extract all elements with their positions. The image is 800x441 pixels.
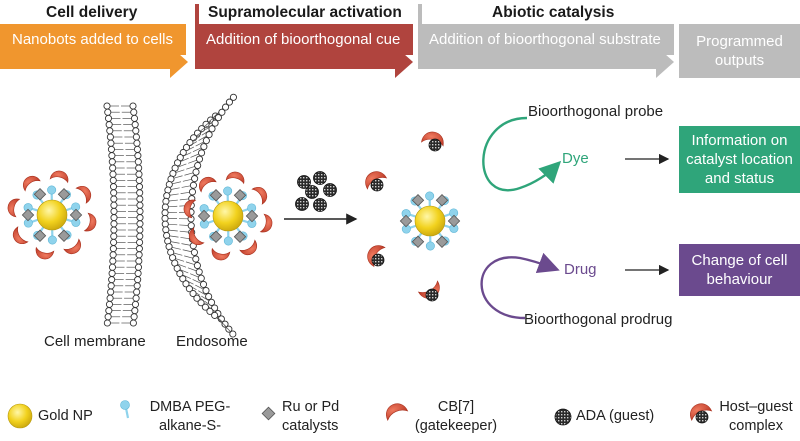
stage-subtitle-cell-delivery: Nanobots added to cells [12, 31, 173, 48]
stage-subtitle-abiotic: Addition of bioorthogonal substrate [429, 31, 661, 48]
behaviour-output-label: Change of cell behaviour [691, 252, 788, 288]
prodrug-curve-arrow [480, 252, 560, 320]
probe-curve-arrow [482, 116, 562, 192]
legend-ada-label: ADA (guest) [576, 408, 655, 424]
stage-arrow-abiotic [418, 4, 674, 78]
stage-title-supramolecular: Supramolecular activation [208, 4, 402, 21]
dye-label: Dye [562, 150, 589, 167]
released-host-guest-complexes [365, 131, 444, 302]
behaviour-output-box [679, 244, 800, 296]
programmed-outputs-label: Programmed outputs [696, 33, 783, 69]
endosome-label: Endosome [176, 333, 248, 350]
information-output-label: Information on catalyst location and sta… [686, 132, 793, 187]
nanobot-activated [399, 191, 461, 251]
bioorthogonal-prodrug-label: Bioorthogonal prodrug [524, 311, 673, 328]
nanobot-capped-endosome [183, 171, 273, 261]
stage-arrow-cell-delivery [0, 24, 188, 78]
stage-subtitle-supramolecular: Addition of bioorthogonal cue [206, 31, 401, 48]
legend-cb7-icon [386, 403, 409, 422]
ada-guest-cluster [295, 171, 337, 212]
programmed-outputs-box [679, 24, 800, 78]
legend-gold-np-label: Gold NP [38, 408, 93, 424]
legend-ada-icon [554, 408, 572, 426]
legend-catalyst-label: Ru or Pd catalysts [282, 399, 340, 434]
cell-membrane-label: Cell membrane [44, 333, 146, 350]
drug-label: Drug [564, 261, 597, 278]
legend-host-guest-complex-icon [690, 403, 713, 424]
bioorthogonal-probe-label: Bioorthogonal probe [528, 103, 664, 120]
legend-cb7-label: CB[7] (gatekeeper) [414, 399, 498, 434]
legend-dmba-label: DMBA PEG-alkane-S- [149, 399, 231, 434]
stage-title-abiotic: Abiotic catalysis [492, 4, 615, 21]
legend-catalyst-icon [261, 406, 276, 421]
legend-gold-np-icon [7, 403, 33, 429]
stage-title-cell-delivery: Cell delivery [46, 4, 138, 21]
stage-arrow-supramolecular [195, 4, 413, 78]
nanobot-capped-left [7, 170, 97, 260]
legend-complex-label: Host–guest complex [719, 399, 793, 434]
endosome-bilayer [161, 93, 237, 338]
cell-membrane-bilayer [103, 102, 144, 327]
legend-dmba-icon [120, 400, 130, 419]
information-output-box [679, 126, 800, 193]
